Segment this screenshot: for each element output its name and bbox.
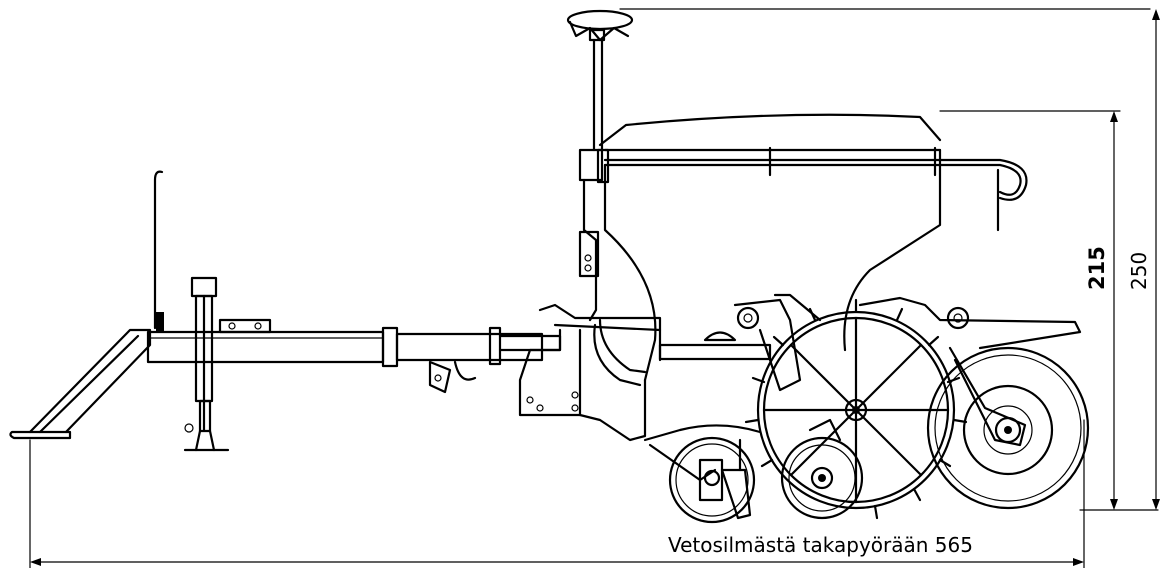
drawbar bbox=[9, 170, 562, 440]
spoke-wheel bbox=[744, 298, 968, 520]
jack-stand bbox=[183, 276, 230, 452]
dimension-label-215: 215 bbox=[1085, 246, 1109, 290]
dimension-lines bbox=[29, 8, 1160, 568]
front-press-wheel bbox=[668, 436, 756, 524]
dimension-label-250: 250 bbox=[1127, 252, 1151, 290]
seed-hopper bbox=[598, 113, 1028, 382]
middle-press-wheel bbox=[780, 418, 864, 520]
crank-column bbox=[566, 9, 634, 322]
frame bbox=[518, 293, 1082, 482]
rear-wheel bbox=[926, 346, 1090, 510]
dimension-label-565: Vetosilmästä takapyörään 565 bbox=[668, 533, 973, 557]
